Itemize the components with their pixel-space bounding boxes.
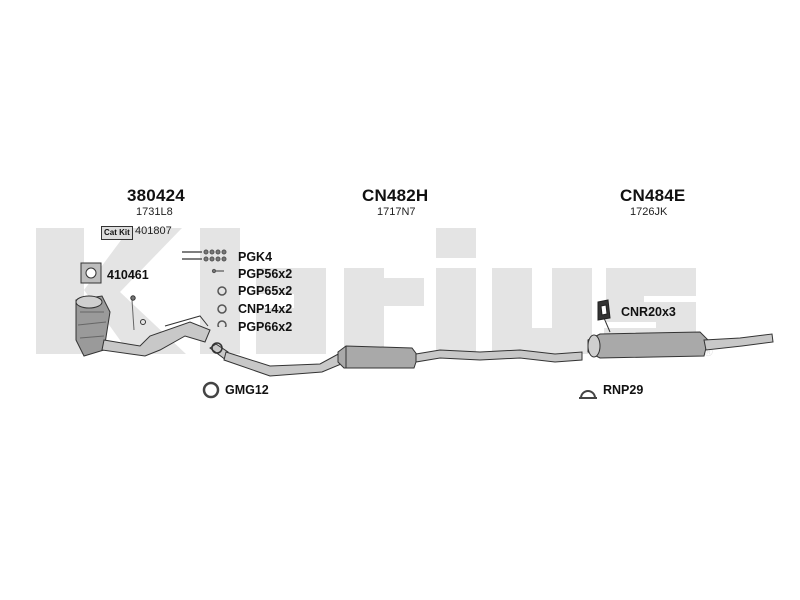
rubber-mount-icon [597, 299, 611, 321]
fitting-label-1: PGK4 [238, 250, 273, 264]
gasket-number: 410461 [107, 268, 149, 282]
fitting-label-5: PGP66x2 [238, 320, 293, 334]
section-3-part-number: CN484E [620, 186, 686, 205]
fitting-label-2: PGP56x2 [238, 267, 293, 281]
rear-mount-label: CNR20x3 [621, 305, 676, 319]
catalytic-converter-icon [75, 295, 111, 357]
section-1-part-number: 380424 [127, 186, 185, 205]
rear-ring-label: RNP29 [603, 383, 644, 397]
section-2-sub-number: 1717N7 [377, 206, 416, 218]
rear-ring-icon [579, 390, 597, 399]
cat-kit-badge: Cat Kit [101, 226, 133, 240]
fitting-label-4: CNP14x2 [238, 302, 293, 316]
section-1-sub-number: 1731L8 [136, 206, 173, 218]
front-ring-icon [202, 381, 220, 399]
cat-kit-number: 401807 [135, 225, 172, 237]
section-2-part-number: CN482H [362, 186, 429, 205]
bolt-icon [182, 249, 227, 327]
svg-text:®: ® [704, 345, 713, 359]
fitting-label-3: PGP65x2 [238, 284, 293, 298]
gasket-icon [80, 262, 102, 284]
section-3-sub-number: 1726JK [630, 206, 668, 218]
front-ring-label: GMG12 [225, 383, 269, 397]
